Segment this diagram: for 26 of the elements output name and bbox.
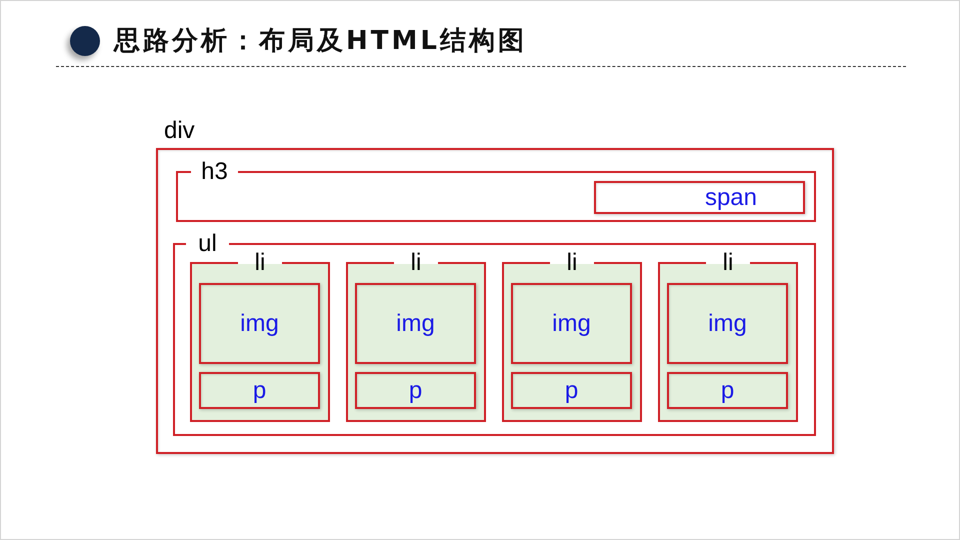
tag-label: li (254, 249, 266, 277)
element-box (355, 283, 476, 364)
element-box (594, 181, 805, 214)
tag-label: img (240, 310, 279, 338)
tag-label: p (408, 376, 422, 404)
tag-label: p (720, 376, 734, 404)
tag-label: p (252, 376, 266, 404)
tag-label: img (708, 310, 747, 338)
tag-label: div (164, 117, 195, 145)
element-box (355, 372, 476, 409)
element-box (511, 283, 632, 364)
element-box (511, 372, 632, 409)
tag-label: span (704, 184, 757, 212)
tag-label: li (566, 249, 578, 277)
tag-label: img (396, 310, 435, 338)
tag-label: ul (197, 230, 218, 258)
tag-label: p (564, 376, 578, 404)
tag-label: img (552, 310, 591, 338)
tag-label: li (410, 249, 422, 277)
tag-label: h3 (200, 158, 229, 186)
element-box (199, 372, 320, 409)
slide-title: 思路分析：布局及HTML结构图 (114, 25, 527, 58)
element-box (667, 372, 788, 409)
element-box (199, 283, 320, 364)
tag-label: li (722, 249, 734, 277)
element-box (667, 283, 788, 364)
